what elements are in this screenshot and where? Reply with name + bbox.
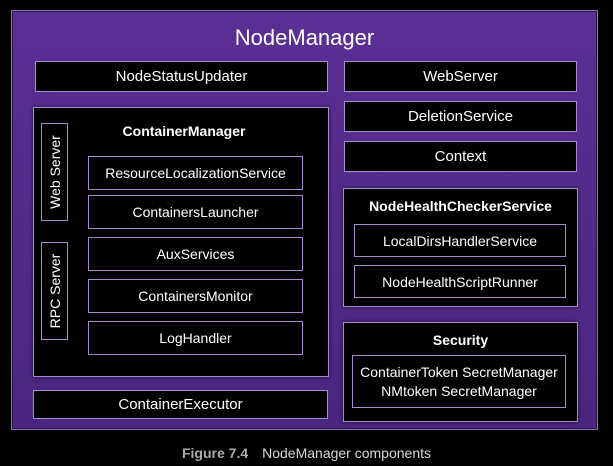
aux-services-box: AuxServices [88,237,303,271]
figure-caption: Figure 7.4 NodeManager components [0,445,613,461]
node-health-checker-title: NodeHealthCheckerService [369,198,552,214]
resource-localization-service-box: ResourceLocalizationService [88,156,303,190]
figure-number: Figure 7.4 [181,445,249,461]
local-dirs-handler-service-box: LocalDirsHandlerService [354,224,566,257]
context-box: Context [344,141,577,172]
figure-caption-text: NodeManager components [262,445,432,461]
containers-monitor-box: ContainersMonitor [88,279,303,313]
rpc-server-side-label: RPC Server [46,253,63,329]
nmtoken-secret-manager-label: NMtoken SecretManager [381,382,537,399]
container-manager-title: ContainerManager [122,123,246,139]
security-box: Security ContainerToken SecretManager NM… [343,322,578,422]
web-server-side-label: Web Server [46,135,63,209]
container-executor-box: ContainerExecutor [33,390,328,419]
rpc-server-side-box: RPC Server [41,242,68,340]
web-server-side-box: Web Server [41,123,68,221]
diagram-title: NodeManager [234,25,375,50]
node-health-script-runner-box: NodeHealthScriptRunner [354,265,566,298]
log-handler-box: LogHandler [88,321,303,355]
web-server-box: WebServer [344,61,577,92]
node-health-checker-box: NodeHealthCheckerService LocalDirsHandle… [343,188,578,307]
secret-managers-box: ContainerToken SecretManager NMtoken Sec… [352,355,566,408]
deletion-service-box: DeletionService [344,101,577,132]
container-token-secret-manager-label: ContainerToken SecretManager [360,363,558,380]
security-title: Security [432,332,489,348]
container-manager-box: ContainerManager Web Server RPC Server R… [33,107,329,377]
node-status-updater-box: NodeStatusUpdater [35,61,328,92]
containers-launcher-box: ContainersLauncher [88,195,303,229]
nodemanager-panel: NodeManager NodeStatusUpdater ContainerM… [11,10,598,430]
